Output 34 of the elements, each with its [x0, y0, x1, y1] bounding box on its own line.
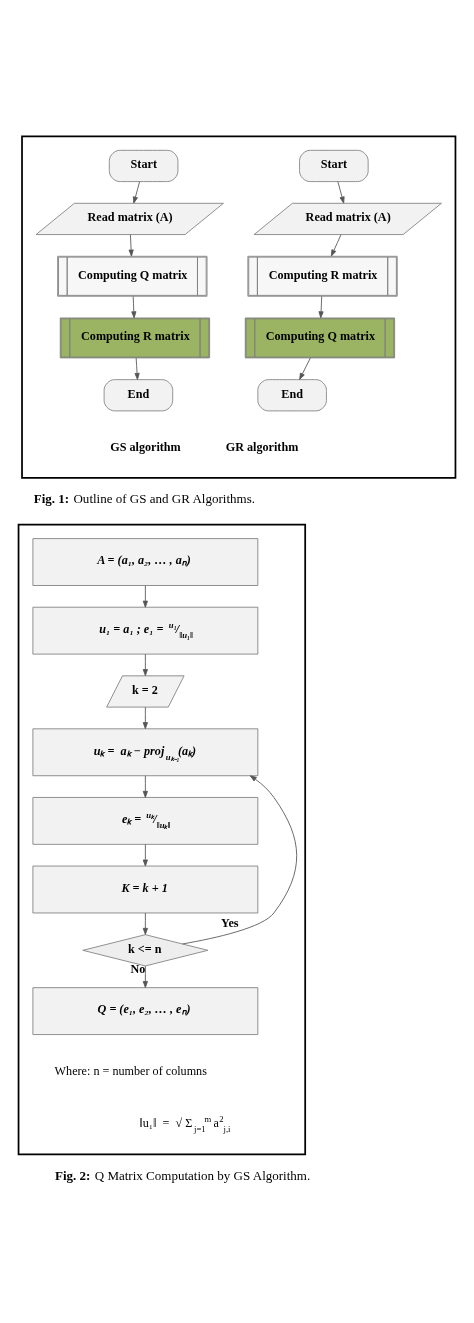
node-box: Start — [299, 149, 369, 183]
cluster — [17, 523, 307, 1156]
node-box: A = (a₁, a₂, … , aₙ) — [32, 538, 259, 586]
arrow — [131, 296, 137, 319]
arrow — [142, 775, 148, 798]
label: Fig. 2: Q Matrix Computation by GS Algorithm. — [55, 1168, 311, 1184]
cluster — [21, 135, 457, 479]
node-box: Q = (e₁, e₂, … , eₙ) — [32, 987, 259, 1035]
arrow — [142, 706, 148, 730]
arrow — [128, 234, 134, 257]
arrow — [142, 585, 148, 608]
arrow — [318, 296, 324, 319]
arrow — [132, 181, 141, 204]
arrow — [142, 843, 148, 867]
arrow — [142, 653, 148, 676]
label: Where: n = number of columns — [54, 1064, 207, 1079]
arrow — [337, 181, 345, 204]
arrow — [182, 775, 298, 945]
arrow — [299, 357, 311, 380]
node-box: End — [257, 379, 327, 412]
arrow — [330, 234, 342, 257]
label: Fig. 1: Outline of GS and GR Algorithms. — [33, 491, 255, 507]
node-box: Start — [108, 149, 179, 183]
label: GR algorithm — [225, 439, 299, 454]
label: GS algorithm — [110, 439, 181, 454]
node-box: End — [103, 379, 174, 412]
arrow — [142, 965, 148, 988]
arrow — [142, 912, 148, 935]
arrow — [134, 357, 140, 380]
edge-label: Yes — [221, 916, 239, 931]
node-box: u₁ = a₁ ; e₁ = $^{u₁}$/$_{‖u₁‖}$ — [32, 606, 259, 655]
node-box: uₖ = aₖ − proj$_{uₖ₋₁}$(aₖ) — [32, 728, 259, 777]
node-box: K = k + 1 — [32, 865, 259, 914]
node-box: eₖ = $^{uₖ}$/$_{‖uₖ‖}$ — [32, 797, 259, 845]
